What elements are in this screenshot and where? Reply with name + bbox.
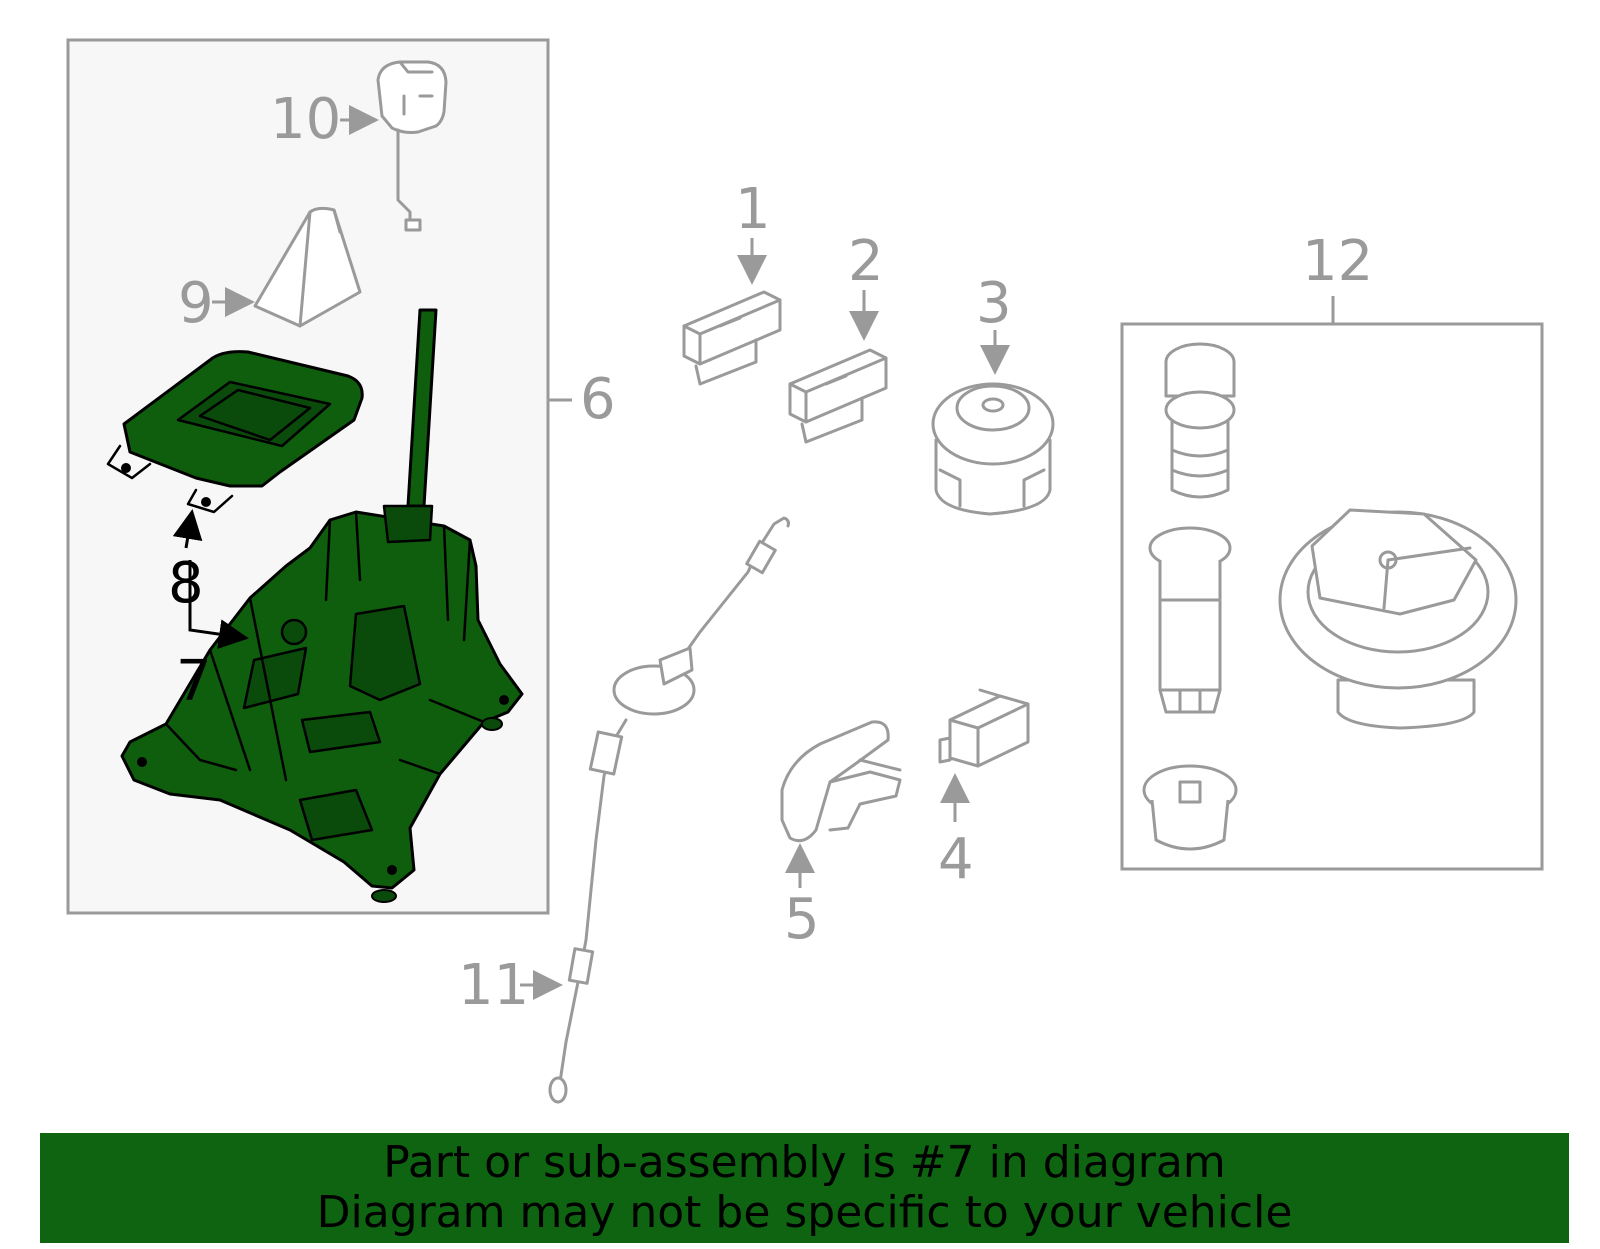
part-7-shifter-assembly[interactable] xyxy=(120,308,524,903)
callout-11[interactable]: 11 xyxy=(458,953,529,1018)
banner-line-1: Part or sub-assembly is #7 in diagram xyxy=(383,1137,1226,1188)
callout-2[interactable]: 2 xyxy=(848,229,884,294)
callout-10[interactable]: 10 xyxy=(270,87,341,152)
callout-9[interactable]: 9 xyxy=(178,271,214,336)
part-9-boot[interactable] xyxy=(253,206,362,328)
part-10-shift-knob[interactable] xyxy=(376,60,448,232)
callout-1[interactable]: 1 xyxy=(735,177,771,242)
info-banner: Part or sub-assembly is #7 in diagram Di… xyxy=(40,1133,1569,1243)
part-1-switch[interactable] xyxy=(682,290,782,386)
part-5-lamp[interactable] xyxy=(780,720,902,843)
callout-4[interactable]: 4 xyxy=(938,827,974,892)
callout-6[interactable]: 6 xyxy=(580,367,616,432)
part-4-connector[interactable] xyxy=(938,688,1030,768)
banner-line-2: Diagram may not be specific to your vehi… xyxy=(316,1187,1293,1238)
callout-7[interactable]: 7 xyxy=(176,649,212,714)
part-3-socket[interactable] xyxy=(931,382,1055,516)
part-12-lighter-kit-box[interactable] xyxy=(1120,296,1544,871)
callout-5[interactable]: 5 xyxy=(784,887,820,952)
callout-8[interactable]: 8 xyxy=(168,551,204,616)
part-8-bezel[interactable] xyxy=(106,350,364,514)
callout-12[interactable]: 12 xyxy=(1302,229,1373,294)
callout-3[interactable]: 3 xyxy=(976,271,1012,336)
part-2-switch[interactable] xyxy=(788,348,888,444)
part-11-cable[interactable] xyxy=(548,516,790,1104)
